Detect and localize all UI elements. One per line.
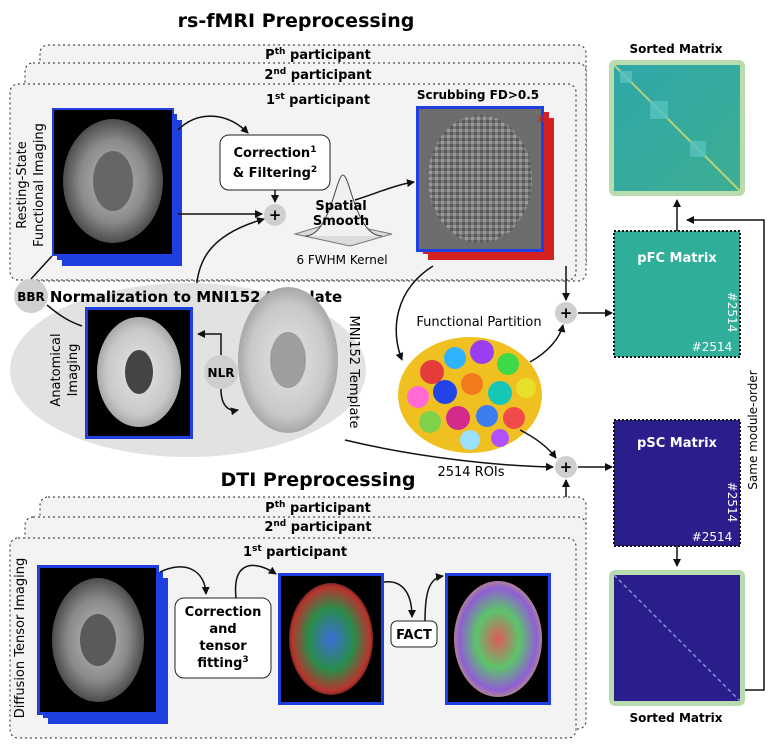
sorted-bottom-diagonal (613, 574, 741, 702)
sorted-top-diagonal (613, 64, 741, 192)
arrow-anat-to-psc-plus (344, 439, 554, 471)
scrubbed-brain-image (428, 115, 532, 243)
arrow-correction-to-fa (234, 564, 277, 599)
dti-participant-p: Pth participant (265, 500, 371, 516)
dti-title: DTI Preprocessing (220, 469, 415, 491)
arrow-fa-to-fact (383, 581, 416, 618)
arrow-partition-to-psc-plus (519, 429, 557, 459)
sorted-matrix-bottom (614, 575, 740, 701)
pfc-dim-bottom: #2514 (692, 340, 733, 354)
psc-matrix (613, 419, 741, 547)
pfc-dim-side: #2514 (725, 292, 739, 333)
gaussian-kernel-icon (293, 174, 393, 247)
dwi-image-stack (37, 565, 168, 724)
sorted-matrix-bottom-label: Sorted Matrix (630, 711, 723, 725)
dti-participant-1: 1st participant (243, 544, 347, 560)
arrow-nlr-to-anat (197, 330, 222, 355)
fmri-filtering-text: & Filtering2 (233, 165, 317, 181)
bbr-line-down (46, 304, 83, 327)
fmri-title: rs-fMRI Preprocessing (178, 10, 415, 32)
arrow-partition-to-pfc-plus (529, 324, 566, 363)
functional-image-stack (52, 108, 182, 266)
fact-label: FACT (396, 628, 432, 643)
nlr-label: NLR (208, 366, 235, 380)
fmri-participant-p: Pth participant (265, 47, 371, 63)
arrow-func-to-correction (177, 115, 249, 134)
psc-dim-side: #2514 (725, 482, 739, 523)
fmri-correction-text: Correction1 (234, 145, 317, 161)
arrow-scrub-to-partition (395, 265, 434, 361)
partition-brain (398, 337, 542, 453)
rois-label: 2514 ROIs (437, 465, 504, 480)
psc-plus-sign: + (560, 458, 573, 476)
fmri-participant-2: 2nd participant (264, 67, 371, 83)
arrow-same-order (686, 216, 765, 691)
bbr-line-up (30, 255, 53, 280)
color-fa-brain (289, 583, 373, 695)
bbr-node (14, 279, 48, 313)
bbr-label: BBR (17, 290, 45, 304)
pfc-plus-node (555, 302, 577, 324)
arrow-kernel-to-scrub (354, 179, 415, 201)
pfc-matrix (613, 230, 741, 358)
fmri-correction-box (219, 134, 331, 191)
arrow-dwi-to-correction (159, 566, 210, 595)
mni-template-label: MNI152 Template (346, 315, 361, 428)
fact-box (390, 620, 438, 648)
pfc-plus-sign: + (560, 304, 573, 322)
arrow-fact-to-tract (424, 573, 444, 622)
scrubbing-label: Scrubbing FD>0.5 (417, 88, 539, 102)
psc-dim-bottom: #2514 (692, 530, 733, 544)
same-order-label: Same module-order (746, 370, 760, 489)
sorted-matrix-top-label: Sorted Matrix (630, 42, 723, 56)
fmri-plus-sign: + (269, 206, 282, 224)
kernel-label: 6 FWHM Kernel (296, 253, 387, 267)
arrow-nlr-to-mni (220, 388, 239, 416)
pfc-title: pFC Matrix (637, 251, 717, 266)
dti-fitting-text: fitting3 (197, 655, 248, 671)
fmri-plus-node (264, 204, 286, 226)
psc-title: pSC Matrix (637, 436, 718, 451)
tractography-brain (454, 581, 542, 697)
scrubbed-image-stack (416, 106, 554, 260)
dti-side-label: Diffusion Tensor Imaging (13, 558, 28, 719)
psc-plus-node (555, 456, 577, 478)
dti-correction-box (174, 597, 272, 679)
dti-participant-2: 2nd participant (264, 519, 371, 535)
nlr-node (204, 355, 238, 389)
fmri-participant-1: 1st participant (266, 92, 370, 108)
scrubbing-x-mark: ✕ (536, 112, 546, 126)
partition-title: Functional Partition (416, 315, 541, 330)
